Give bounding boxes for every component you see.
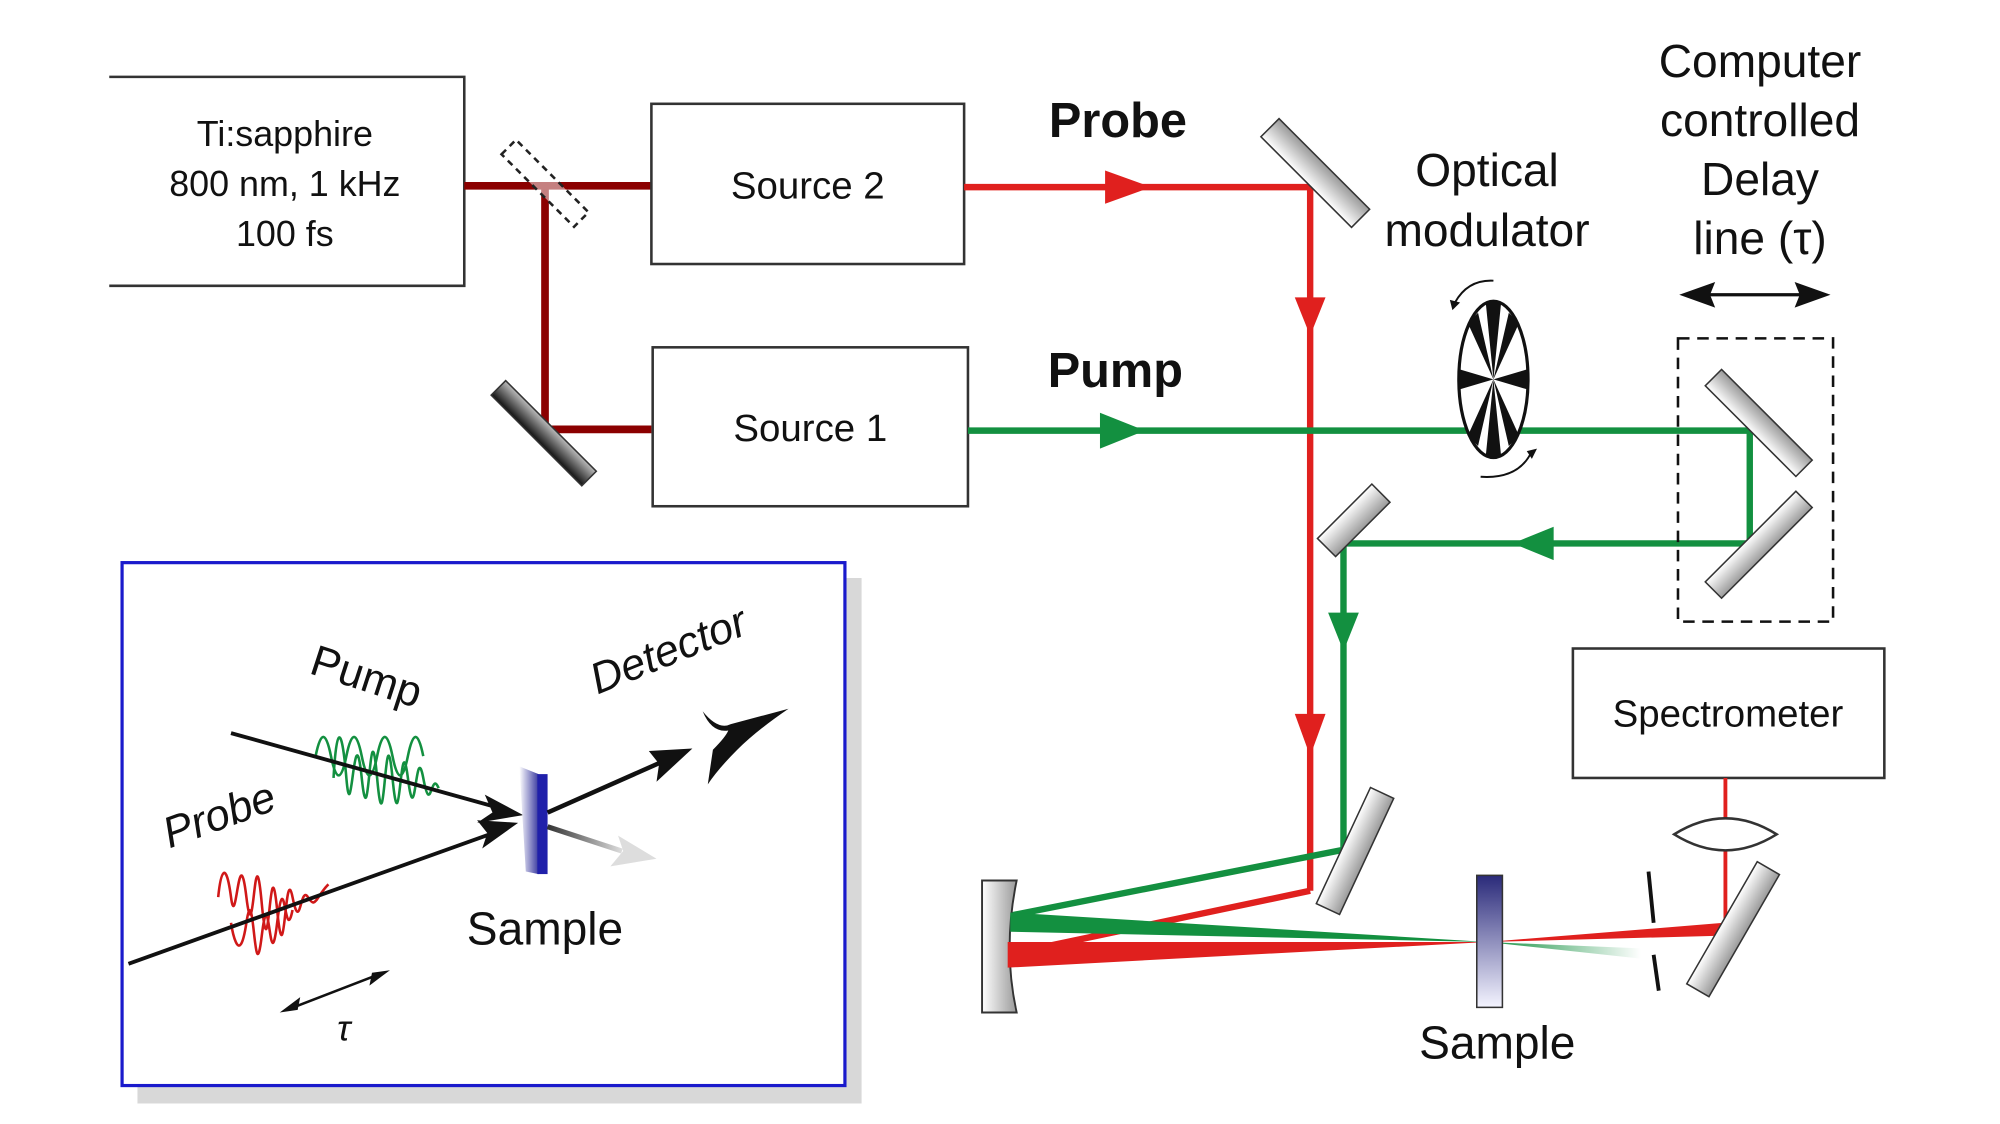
fundamental-beam <box>464 181 652 434</box>
inset-tau-label: τ <box>337 1009 353 1049</box>
pump-label: Pump <box>1048 344 1183 398</box>
reflected-ray <box>546 824 623 854</box>
rotation-arrow-icon <box>1480 450 1533 478</box>
transmitted-ray <box>546 760 662 815</box>
arrow-right-icon <box>1099 412 1145 449</box>
probe-transmitted-beam <box>1487 922 1725 943</box>
sample-cuvette-icon <box>1476 874 1504 1009</box>
arrow-icon <box>648 748 693 782</box>
pump-arrows <box>1099 412 1554 652</box>
delay-stage-outline[interactable] <box>1676 337 1835 623</box>
arrow-icon <box>610 835 657 867</box>
inset-sample-edge <box>537 774 548 875</box>
source-2-label: Source 2 <box>731 165 885 208</box>
pump-pulse-envelope <box>332 736 440 805</box>
optical-chopper-icon <box>1449 279 1538 478</box>
delay-label-line2: controlled <box>1660 94 1860 146</box>
sample-label: Sample <box>1419 1017 1575 1069</box>
probe-focus-beam <box>1007 942 1488 968</box>
delay-label-line1: Computer <box>1659 35 1862 87</box>
arrow-icon <box>477 794 524 823</box>
inset-sample-icon <box>519 766 539 875</box>
beam-splitter-icon <box>499 137 591 229</box>
spectrometer-label: Spectrometer <box>1613 693 1844 736</box>
probe-pulse-wave <box>216 871 330 937</box>
iris-lower-blade-icon <box>1651 954 1661 991</box>
detection-fold-mirror-icon <box>1685 860 1781 998</box>
probe-label: Probe <box>1049 94 1187 148</box>
arrow-left-icon <box>1512 526 1554 561</box>
laser-name: Ti:sapphire <box>197 114 373 154</box>
arrow-down-icon <box>1294 713 1326 757</box>
spectrometer-box: Spectrometer <box>1571 647 1886 780</box>
pump-transmitted-beam <box>1487 942 1641 959</box>
pump-ray <box>230 731 508 812</box>
probe-ray <box>127 828 501 966</box>
rotation-arrow-icon <box>1454 279 1494 303</box>
probe-arrows <box>1105 170 1326 757</box>
laser-specs: 800 nm, 1 kHz <box>169 164 400 204</box>
probe-steering-mirror-icon <box>1259 117 1371 229</box>
modulator-label-line1: Optical <box>1415 144 1559 196</box>
pump-focus-beam <box>1010 912 1488 943</box>
pump-fold-mirror-icon <box>1315 786 1395 916</box>
inset-sample-label: Sample <box>467 903 623 955</box>
focusing-lens-icon <box>1671 817 1780 852</box>
delay-double-arrow-icon <box>289 972 381 1010</box>
iris-upper-blade-icon <box>1646 871 1656 923</box>
probe-pulse-tail <box>229 897 294 956</box>
modulator-label-line2: modulator <box>1384 204 1589 256</box>
delay-label-line4: line (τ) <box>1693 212 1827 264</box>
arrow-down-icon <box>1328 612 1359 652</box>
laser-pulse-duration: 100 fs <box>236 214 334 254</box>
pump-probe-principle-inset: Pump Probe Detector Sample τ <box>120 561 862 1104</box>
fold-mirror-icon <box>490 379 598 487</box>
arrow-down-icon <box>1294 297 1326 336</box>
laser-source-box: Ti:sapphire 800 nm, 1 kHz 100 fs <box>109 75 466 288</box>
pump-steering-mirror-icon <box>1316 483 1392 558</box>
arrow-icon <box>369 970 390 986</box>
retroreflector-mirror-icon <box>1704 368 1814 478</box>
delay-label-line3: Delay <box>1701 153 1819 205</box>
detector-icon <box>702 708 789 785</box>
source-1-box: Source 1 <box>651 346 970 508</box>
translation-double-arrow-icon <box>1679 281 1831 308</box>
retroreflector-mirror-icon <box>1704 490 1814 600</box>
arrow-right-icon <box>1105 170 1152 204</box>
source-1-label: Source 1 <box>733 407 887 450</box>
arrow-icon <box>477 820 519 849</box>
probe-beam <box>964 183 1314 958</box>
source-2-box: Source 2 <box>650 102 966 266</box>
